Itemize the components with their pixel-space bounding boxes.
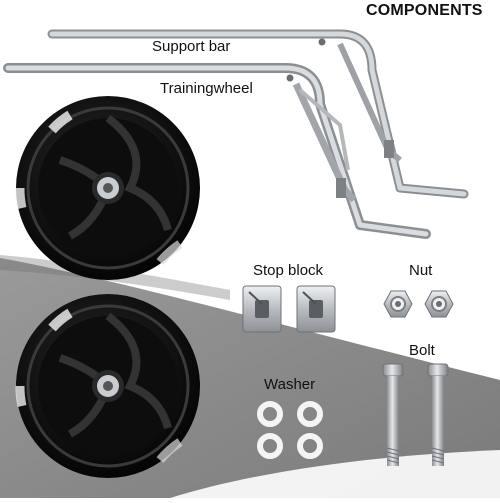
support-bar-label: Support bar bbox=[152, 38, 231, 55]
nut-2 bbox=[424, 290, 454, 318]
washer-1 bbox=[257, 401, 283, 427]
training-wheel-bottom bbox=[15, 294, 200, 478]
washer-4 bbox=[297, 433, 323, 459]
stop-block-label: Stop block bbox=[253, 262, 324, 279]
bolt-1 bbox=[382, 363, 404, 466]
nut-1 bbox=[383, 290, 413, 318]
washers bbox=[257, 401, 323, 459]
bolt-label: Bolt bbox=[409, 342, 435, 359]
support-bar-back bbox=[47, 29, 469, 199]
washer-2 bbox=[297, 401, 323, 427]
stop-block-2 bbox=[296, 285, 336, 333]
floor-highlight bbox=[170, 450, 500, 498]
bolt-2 bbox=[427, 363, 449, 466]
page-title: COMPONENTS bbox=[366, 2, 483, 19]
training-wheel-top bbox=[15, 96, 200, 280]
washer-label: Washer bbox=[264, 376, 316, 393]
washer-3 bbox=[257, 433, 283, 459]
support-bar-front bbox=[3, 63, 431, 239]
nut-label: Nut bbox=[409, 262, 433, 279]
stop-block-1 bbox=[242, 285, 282, 333]
training-wheel-label: Trainingwheel bbox=[160, 80, 253, 97]
